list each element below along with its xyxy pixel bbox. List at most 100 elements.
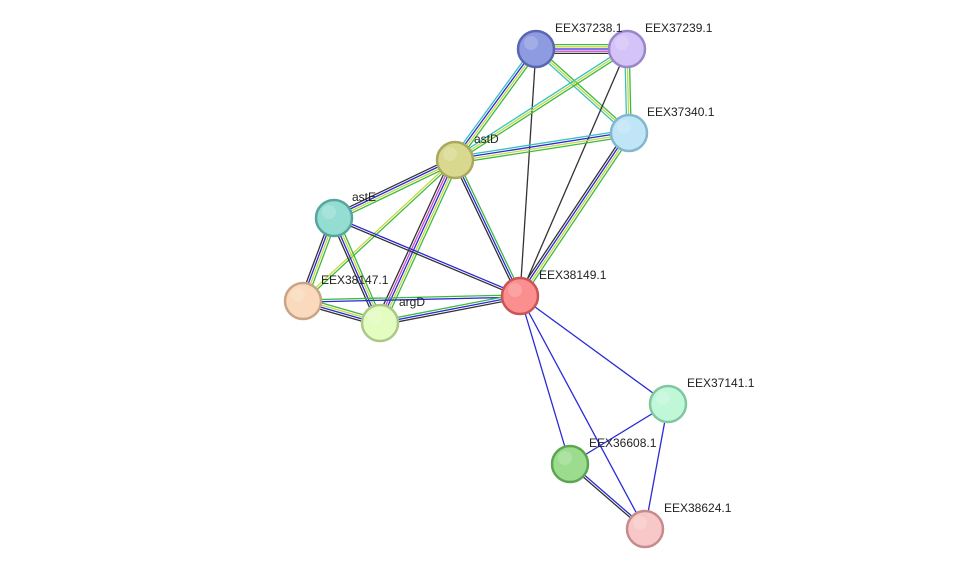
edge-eex37141-1-eex38624-1 <box>644 403 669 530</box>
edge-line <box>377 158 454 323</box>
node-circle[interactable] <box>550 444 590 484</box>
node-label-eex37340-1: EEX37340.1 <box>647 105 715 119</box>
edge-astd-argd <box>375 157 460 326</box>
node-astd[interactable] <box>435 140 475 180</box>
edge-line <box>534 50 628 136</box>
node-label-eex38149-1: EEX38149.1 <box>539 268 607 282</box>
edge-line <box>454 48 628 161</box>
nodes-layer <box>283 29 688 549</box>
node-circle[interactable] <box>648 384 688 424</box>
edge-line <box>457 50 540 163</box>
edge-line <box>379 293 520 322</box>
edge-eex37239-1-astd <box>453 46 629 163</box>
edge-line <box>301 158 455 301</box>
edge-eex38147-1-eex38149-1 <box>302 294 521 303</box>
edge-eex37340-1-astd <box>454 129 630 164</box>
node-highlight <box>617 120 631 134</box>
edge-line <box>454 129 629 158</box>
node-label-aste: astE <box>352 190 376 204</box>
edge-line <box>333 158 455 218</box>
edge-line <box>336 216 384 322</box>
edge-line <box>455 49 538 162</box>
edge-line <box>330 219 378 325</box>
node-eex37239-1[interactable] <box>607 29 647 69</box>
node-label-eex38147-1: EEX38147.1 <box>321 273 389 287</box>
edge-line <box>519 295 571 465</box>
node-highlight <box>322 205 336 219</box>
node-highlight <box>558 451 572 465</box>
node-circle[interactable] <box>283 281 323 321</box>
edge-line <box>375 157 452 322</box>
edges-layer <box>299 43 669 531</box>
edge-line <box>335 162 457 222</box>
edge-line <box>453 46 627 159</box>
edge-eex38149-1-eex36608-1 <box>519 295 571 465</box>
node-highlight <box>524 36 538 50</box>
node-highlight <box>615 36 629 50</box>
edge-line <box>303 296 521 303</box>
edge-line <box>333 218 520 298</box>
edge-line <box>455 50 629 163</box>
edge-argd-eex38149-1 <box>379 293 521 326</box>
node-eex38624-1[interactable] <box>625 509 665 549</box>
edge-line <box>516 130 627 295</box>
node-eex38147-1[interactable] <box>283 281 323 321</box>
edge-eex37238-1-eex37340-1 <box>534 46 631 136</box>
edge-line <box>334 160 456 220</box>
edge-line <box>451 46 534 159</box>
node-label-argd: argD <box>399 295 425 309</box>
node-aste[interactable] <box>314 198 354 238</box>
edge-line <box>519 48 537 297</box>
edge-eex38149-1-eex37141-1 <box>519 295 669 405</box>
edge-line <box>519 295 646 530</box>
edge-line <box>454 159 521 297</box>
edge-eex37239-1-eex38149-1 <box>519 48 628 297</box>
node-highlight <box>656 391 670 405</box>
edge-line <box>456 158 523 296</box>
node-label-eex37239-1: EEX37239.1 <box>645 21 713 35</box>
node-label-eex37141-1: EEX37141.1 <box>687 376 755 390</box>
node-highlight <box>368 310 382 324</box>
edge-eex37238-1-eex38149-1 <box>519 48 537 297</box>
edge-line <box>303 160 457 303</box>
edge-line <box>453 47 536 160</box>
edge-line <box>379 295 521 324</box>
edge-line <box>454 131 629 160</box>
node-highlight <box>508 283 522 297</box>
edge-line <box>381 160 458 325</box>
node-argd[interactable] <box>360 303 400 343</box>
node-circle[interactable] <box>609 113 649 153</box>
node-eex37141-1[interactable] <box>648 384 688 424</box>
edge-line <box>452 160 519 298</box>
edge-line <box>332 156 454 216</box>
node-eex36608-1[interactable] <box>550 444 590 484</box>
edge-line <box>518 132 629 296</box>
node-label-eex38624-1: EEX38624.1 <box>664 501 732 515</box>
node-circle[interactable] <box>360 303 400 343</box>
edge-line <box>302 294 520 301</box>
node-circle[interactable] <box>516 29 556 69</box>
edge-line <box>522 134 633 299</box>
node-eex37340-1[interactable] <box>609 113 649 153</box>
node-highlight <box>291 288 305 302</box>
edge-line <box>380 297 521 326</box>
node-highlight <box>443 147 457 161</box>
node-label-eex36608-1: EEX36608.1 <box>589 436 657 450</box>
node-eex37238-1[interactable] <box>516 29 556 69</box>
node-circle[interactable] <box>625 509 665 549</box>
edge-astd-eex38147-1 <box>301 158 457 303</box>
node-circle[interactable] <box>607 29 647 69</box>
node-label-eex37238-1: EEX37238.1 <box>555 21 623 35</box>
node-circle[interactable] <box>435 140 475 180</box>
edge-line <box>334 216 521 296</box>
node-circle[interactable] <box>500 276 540 316</box>
edge-line <box>379 159 456 324</box>
node-label-astd: astD <box>474 132 499 146</box>
edge-line <box>644 403 669 530</box>
node-eex38149-1[interactable] <box>500 276 540 316</box>
edge-line <box>519 295 669 405</box>
edge-astd-eex38149-1 <box>452 158 523 298</box>
edge-aste-eex38149-1 <box>333 216 521 298</box>
node-circle[interactable] <box>314 198 354 238</box>
